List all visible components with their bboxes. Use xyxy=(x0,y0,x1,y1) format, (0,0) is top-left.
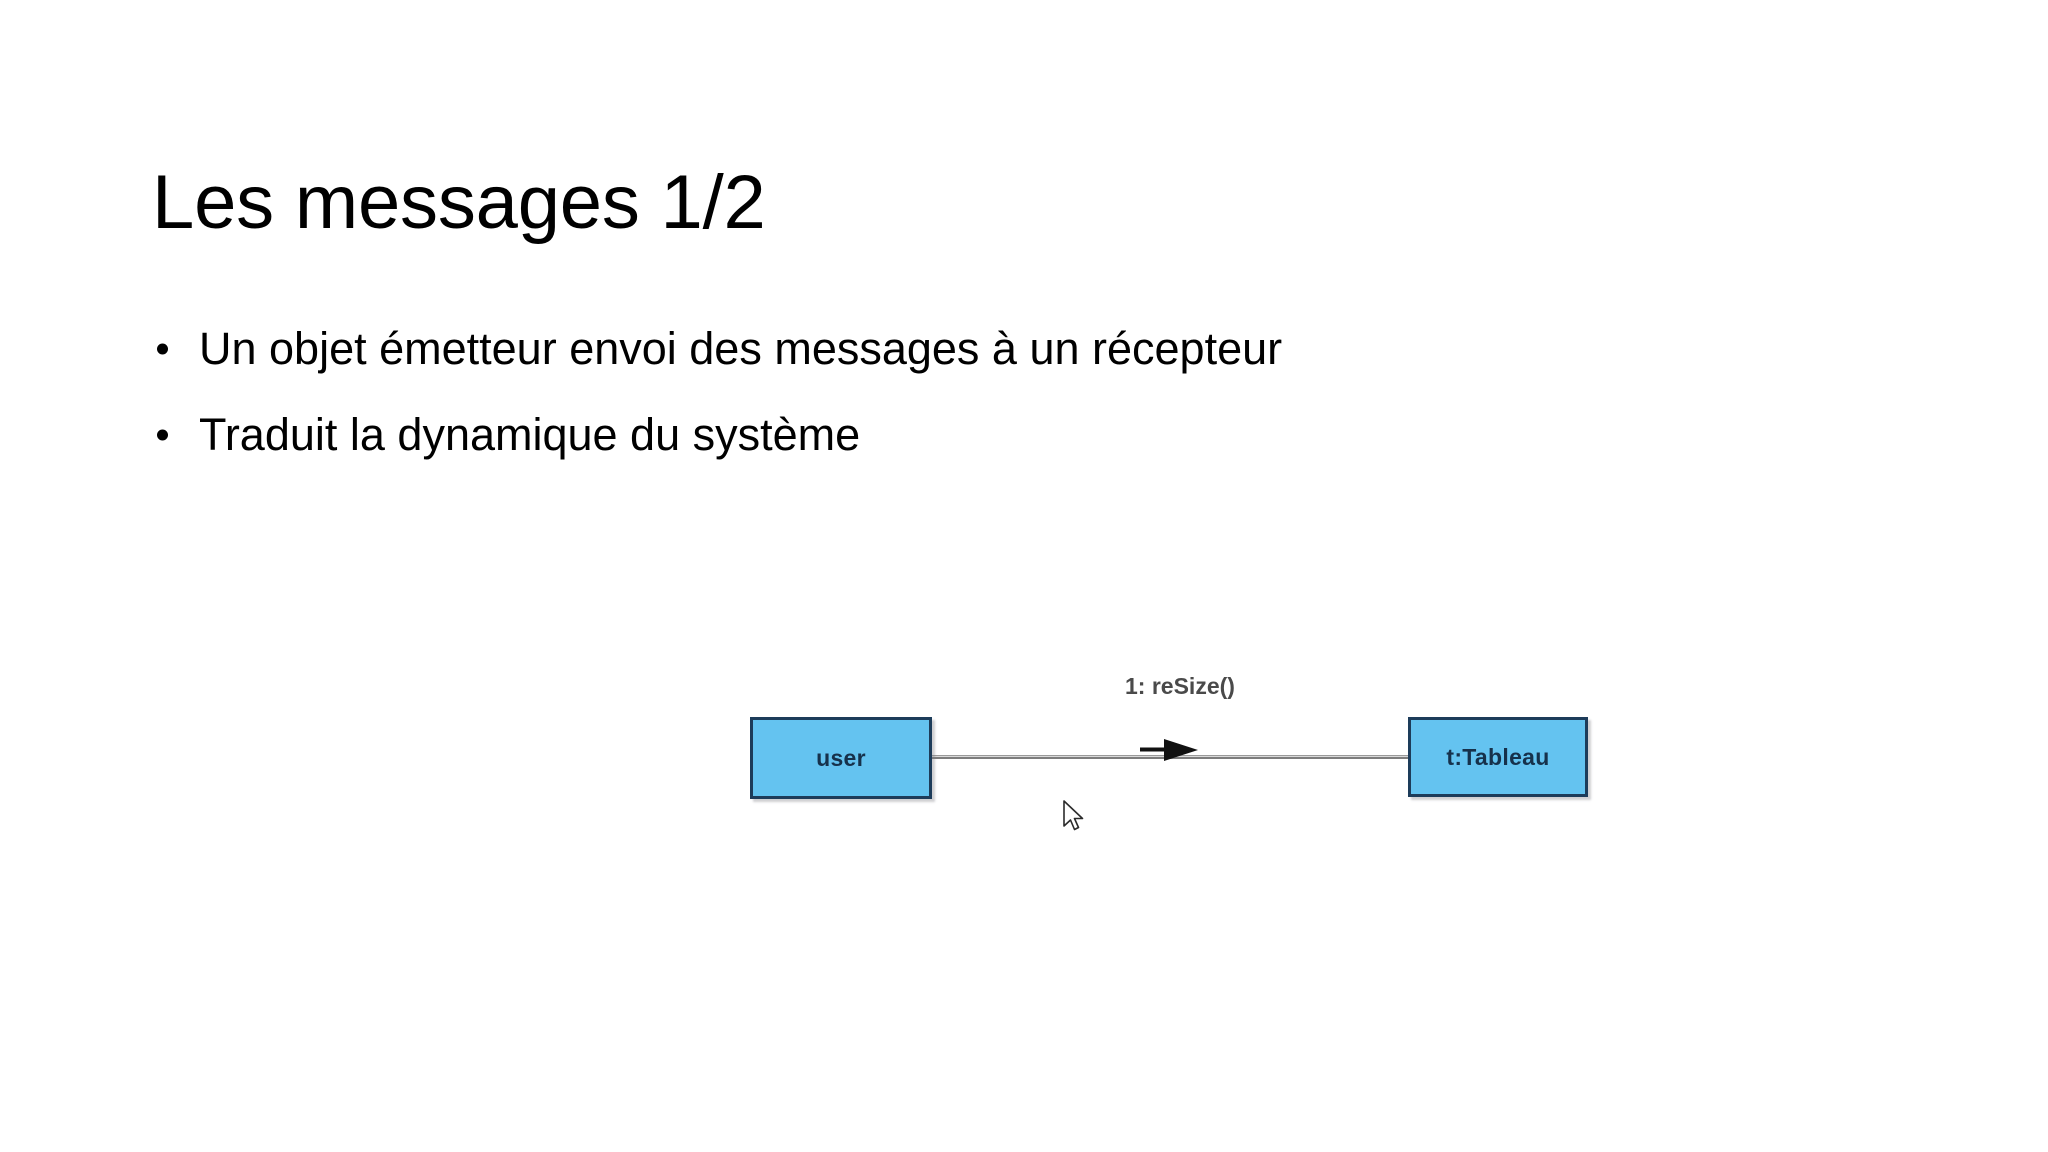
uml-object-user[interactable]: user xyxy=(750,717,932,799)
bullet-list: Un objet émetteur envoi des messages à u… xyxy=(152,306,1892,478)
list-item-label: Un objet émetteur envoi des messages à u… xyxy=(199,323,1283,374)
bullet-dot-icon xyxy=(157,343,168,355)
uml-object-tableau[interactable]: t:Tableau xyxy=(1408,717,1588,797)
uml-object-label: user xyxy=(816,744,866,771)
uml-collaboration-diagram: user t:Tableau 1: reSize() xyxy=(740,655,1620,870)
uml-object-label: t:Tableau xyxy=(1446,743,1550,770)
bullet-dot-icon xyxy=(157,429,168,441)
list-item-label: Traduit la dynamique du système xyxy=(199,409,861,460)
page-title: Les messages 1/2 xyxy=(152,159,766,245)
message-arrow-icon xyxy=(1140,739,1198,761)
list-item: Un objet émetteur envoi des messages à u… xyxy=(152,306,1892,392)
uml-message-label: 1: reSize() xyxy=(1125,673,1235,699)
list-item: Traduit la dynamique du système xyxy=(152,392,1892,478)
